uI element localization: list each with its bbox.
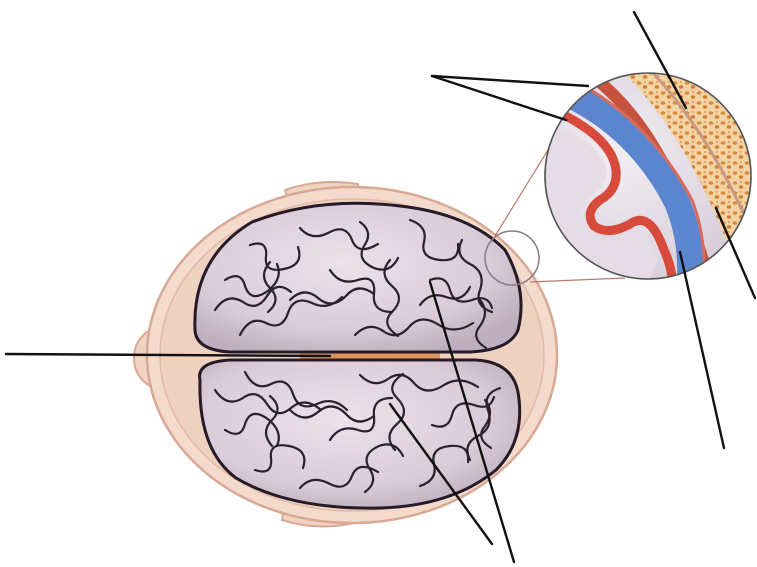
- right-hemisphere: [200, 360, 520, 508]
- leader-line-5: [680, 252, 724, 448]
- magnify-connector-bottom: [530, 278, 625, 282]
- magnify-connector-top: [495, 150, 548, 236]
- meninges-inset: [540, 40, 757, 300]
- left-hemisphere: [195, 203, 521, 352]
